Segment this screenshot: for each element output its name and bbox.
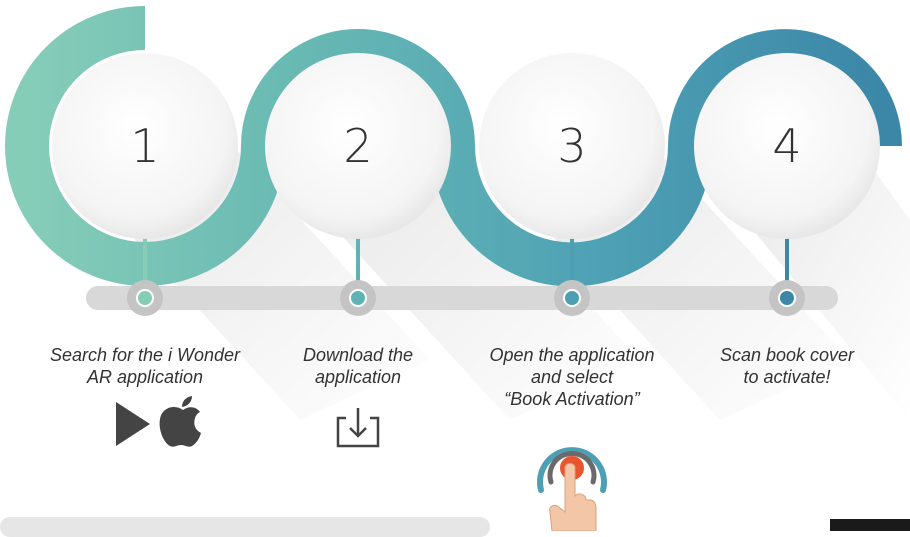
step-disc-3	[479, 53, 665, 239]
step-disc-2	[265, 53, 451, 239]
caption-line: and select	[530, 367, 614, 387]
step-caption-1: Search for the i Wonder AR application	[16, 344, 274, 388]
caption-line: Search for the i Wonder	[49, 345, 241, 365]
download-icon	[336, 408, 380, 448]
caption-line: application	[314, 367, 402, 387]
timeline-track	[86, 286, 838, 310]
caption-line: Scan book cover	[719, 345, 855, 365]
timeline-node-3	[554, 280, 590, 316]
serpentine-ribbon	[5, 6, 902, 287]
step-caption-3: Open the application and select “Book Ac…	[462, 344, 682, 410]
step-number-2: 2	[343, 119, 373, 173]
caption-line: AR application	[86, 367, 204, 387]
corner-block	[830, 519, 910, 531]
timeline-node-2	[340, 280, 376, 316]
caption-line: to activate!	[743, 367, 831, 387]
step-disc-4	[694, 53, 880, 239]
timeline-node-4	[769, 280, 805, 316]
step-number-1: 1	[130, 119, 160, 173]
play-store-icon	[116, 402, 150, 446]
step-disc-1	[52, 53, 238, 239]
bottom-panel	[0, 517, 490, 537]
timeline-node-1	[127, 280, 163, 316]
step-number-3: 3	[557, 119, 587, 173]
step-caption-2: Download the application	[258, 344, 458, 388]
tap-hand-icon	[537, 447, 607, 531]
apple-icon	[159, 396, 201, 447]
step-number-4: 4	[772, 119, 802, 173]
step-caption-4: Scan book cover to activate!	[687, 344, 887, 388]
caption-line: Download the	[302, 345, 414, 365]
caption-line: “Book Activation”	[504, 389, 640, 409]
caption-line: Open the application	[489, 345, 655, 365]
